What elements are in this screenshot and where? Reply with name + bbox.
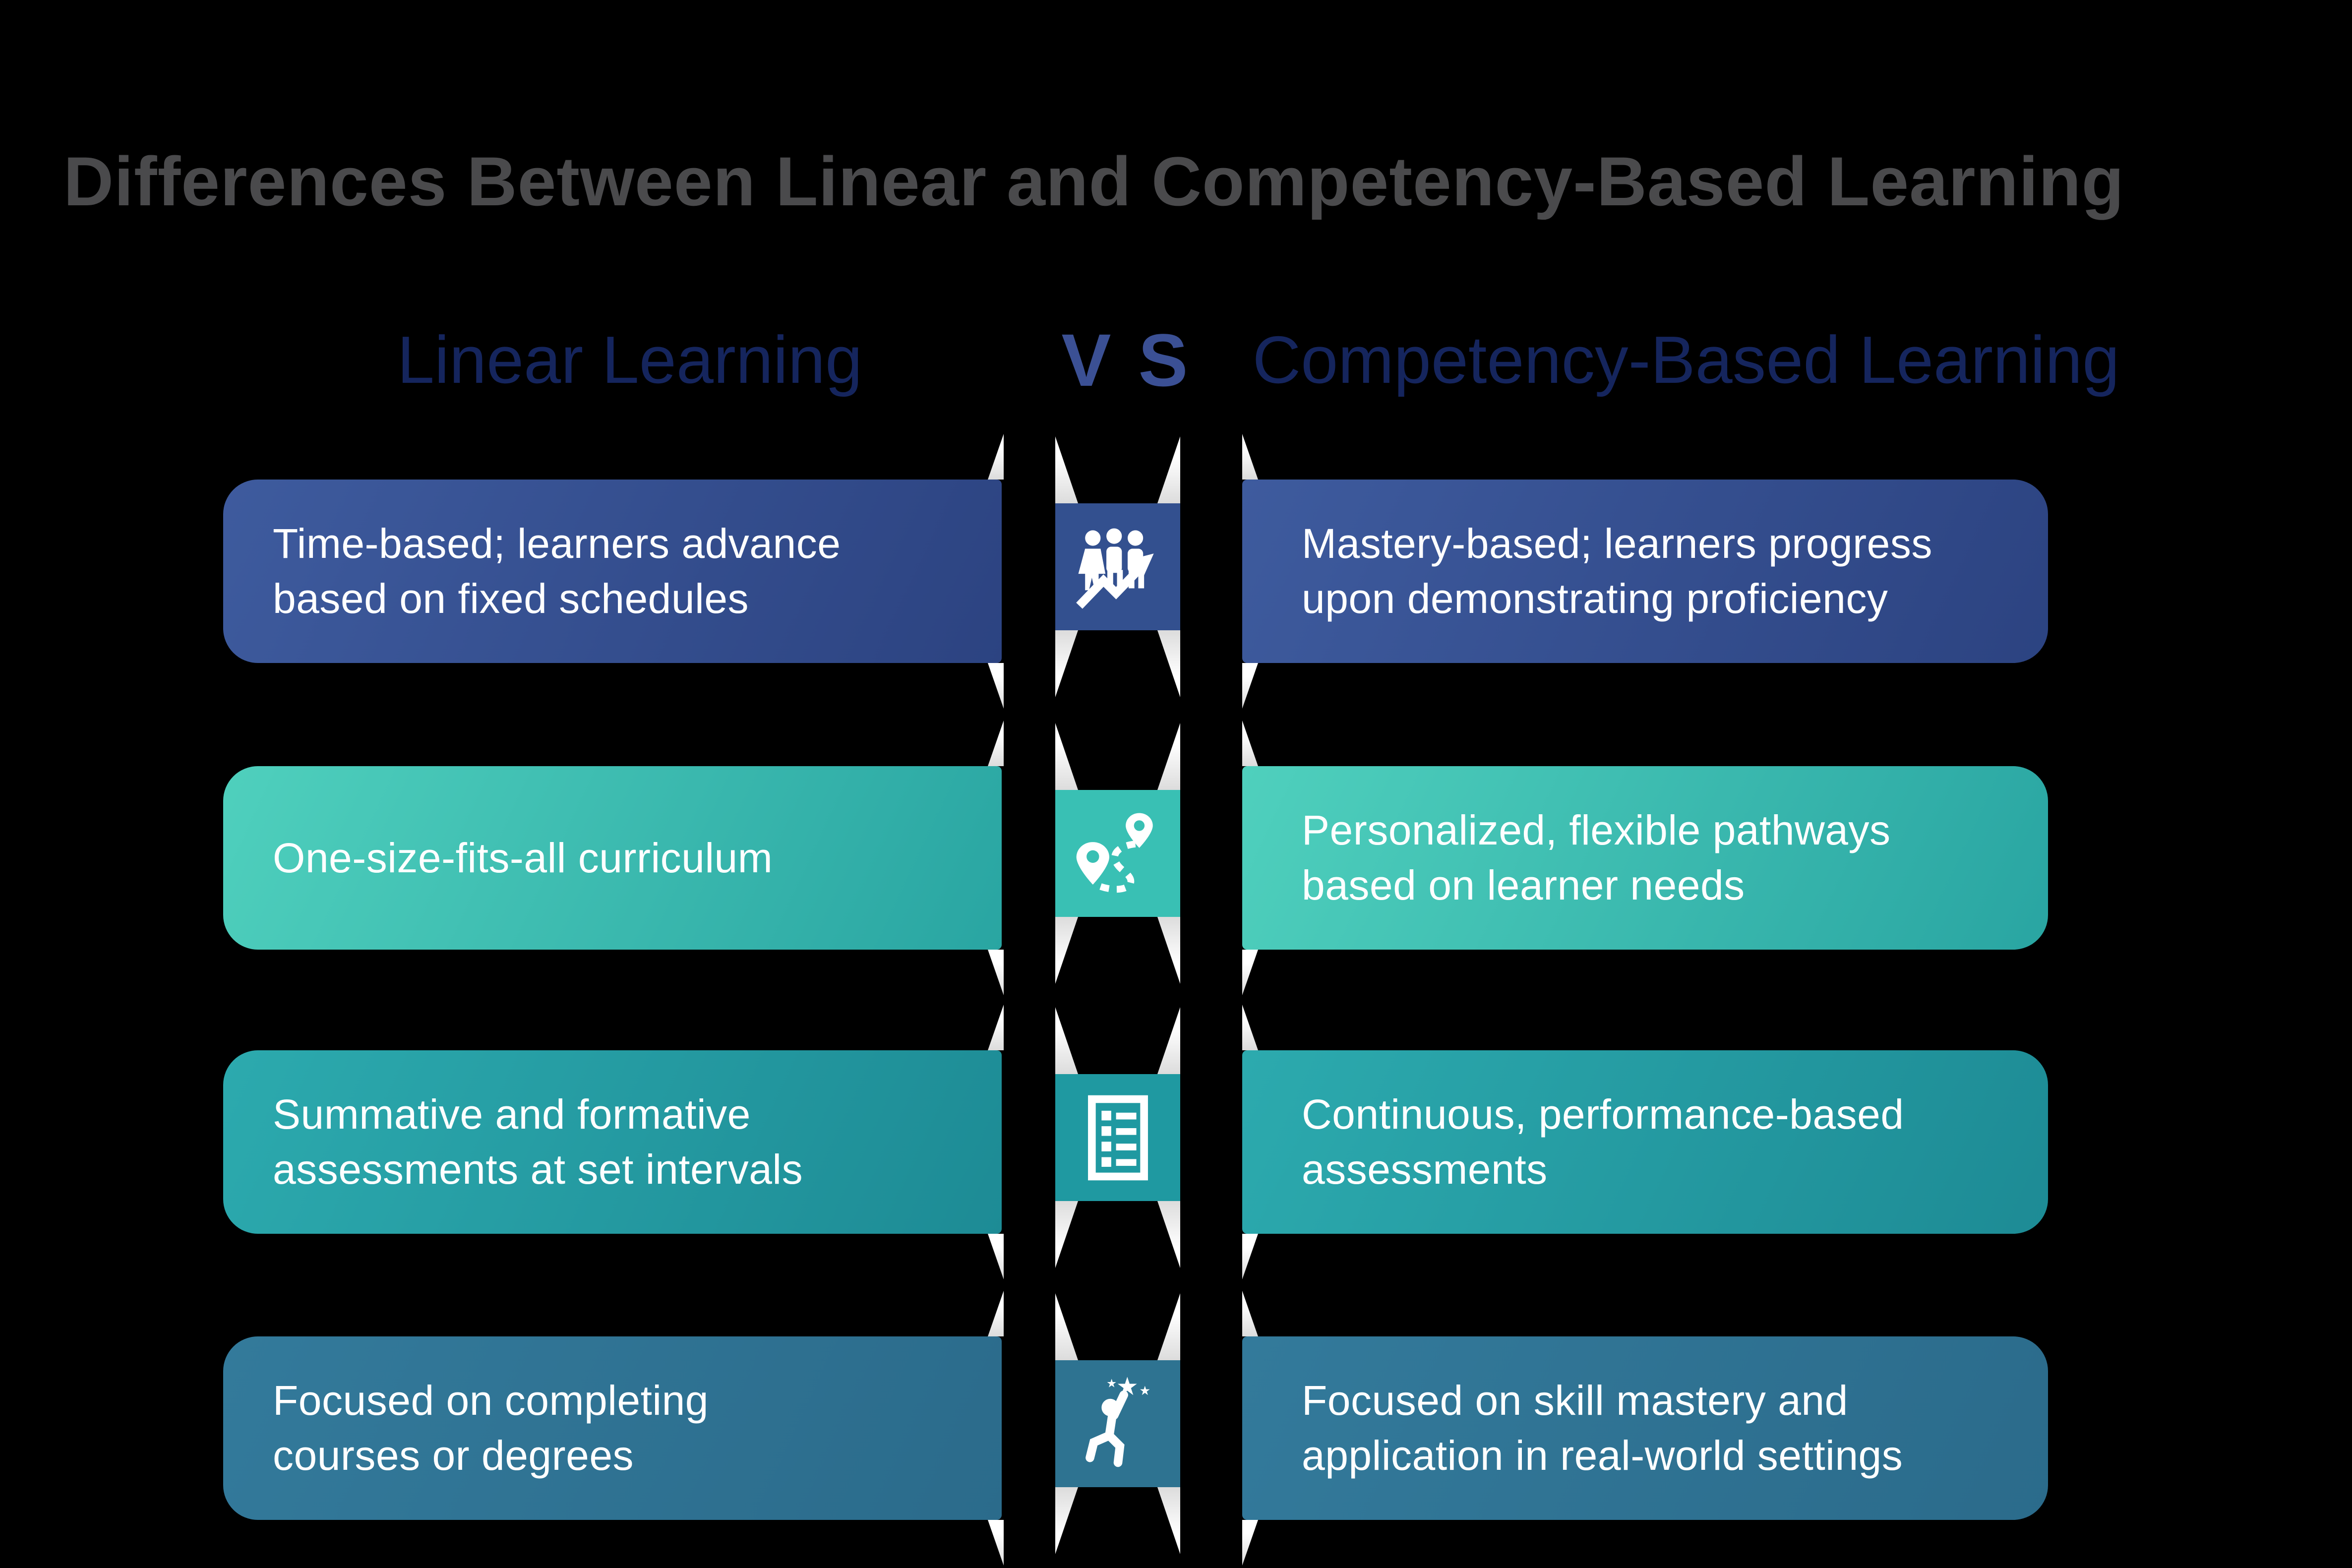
ribbon-notch <box>1055 1487 1078 1554</box>
star-glyph: ★ <box>1139 1384 1150 1398</box>
vs-label: VS <box>1061 318 1215 402</box>
ribbon-notch <box>1242 1520 1258 1566</box>
linear-curriculum-text: One-size-fits-all curriculum <box>273 834 773 881</box>
ribbon-notch <box>1242 1005 1258 1050</box>
linear-focus-text: Focused on completing courses or degrees <box>273 1377 709 1479</box>
achievement-icon: ★ ★ ★ <box>1085 1376 1150 1467</box>
column-header-linear: Linear Learning <box>397 322 863 397</box>
ribbon-notch <box>1055 630 1078 697</box>
ribbon-notch <box>1242 663 1258 709</box>
ribbon-notch <box>1157 1487 1180 1554</box>
ribbon-notch <box>1157 1007 1180 1074</box>
star-glyph: ★ <box>1106 1377 1117 1389</box>
comparison-row-curriculum: One-size-fits-all curriculum Personalize… <box>0 721 2352 995</box>
linear-assessment-box: Summative and formative assessments at s… <box>223 1050 1002 1234</box>
ribbon-notch <box>1055 1201 1078 1268</box>
competency-focus-box: Focused on skill mastery and application… <box>1242 1336 2048 1520</box>
ribbon-notch <box>1055 723 1078 790</box>
competency-assessment-text: Continuous, performance-based assessment… <box>1302 1091 1904 1193</box>
ribbon-notch <box>1242 950 1258 995</box>
route-path-icon <box>1076 813 1153 893</box>
linear-advancement-text: Time-based; learners advance based on fi… <box>273 520 841 622</box>
ribbon-notch <box>1055 436 1078 503</box>
ribbon-notch <box>1157 1293 1180 1360</box>
linear-advancement-box: Time-based; learners advance based on fi… <box>223 480 1002 663</box>
competency-advancement-box: Mastery-based; learners progress upon de… <box>1242 480 2048 663</box>
ribbon-notch <box>988 721 1004 766</box>
comparison-row-advancement: Time-based; learners advance based on fi… <box>0 434 2352 709</box>
icon-plate-curriculum <box>1055 790 1180 917</box>
ribbon-notch <box>988 1005 1004 1050</box>
ribbon-notch <box>988 434 1004 480</box>
comparison-row-assessment: Summative and formative assessments at s… <box>0 1005 2352 1279</box>
ribbon-notch <box>988 950 1004 995</box>
competency-assessment-box: Continuous, performance-based assessment… <box>1242 1050 2048 1234</box>
ribbon-notch <box>1055 1007 1078 1074</box>
ribbon-notch <box>988 1234 1004 1279</box>
ribbon-notch <box>1055 917 1078 984</box>
ribbon-notch <box>1157 917 1180 984</box>
star-glyph: ★ <box>1116 1376 1138 1400</box>
competency-focus-text: Focused on skill mastery and application… <box>1302 1377 1903 1479</box>
ribbon-notch <box>1242 1291 1258 1336</box>
icon-plate-advancement <box>1055 503 1180 630</box>
people-growth-icon <box>1076 528 1154 609</box>
ribbon-notch <box>1157 723 1180 790</box>
column-header-competency: Competency-Based Learning <box>1252 322 2120 397</box>
page-title: Differences Between Linear and Competenc… <box>63 142 2124 220</box>
linear-curriculum-box: One-size-fits-all curriculum <box>223 766 1002 950</box>
ribbon-notch <box>988 1291 1004 1336</box>
ribbon-notch <box>988 1520 1004 1566</box>
comparison-row-focus: Focused on completing courses or degrees… <box>0 1291 2352 1566</box>
ribbon-notch <box>1242 434 1258 480</box>
ribbon-notch <box>1157 436 1180 503</box>
competency-curriculum-box: Personalized, flexible pathways based on… <box>1242 766 2048 950</box>
checklist-icon <box>1087 1095 1148 1180</box>
linear-assessment-text: Summative and formative assessments at s… <box>273 1091 803 1193</box>
linear-focus-box: Focused on completing courses or degrees <box>223 1336 1002 1520</box>
ribbon-notch <box>1242 721 1258 766</box>
ribbon-notch <box>1055 1293 1078 1360</box>
ribbon-notch <box>1242 1234 1258 1279</box>
competency-advancement-text: Mastery-based; learners progress upon de… <box>1302 520 1932 622</box>
icon-plate-assessment <box>1055 1074 1180 1201</box>
ribbon-notch <box>1157 630 1180 697</box>
ribbon-notch <box>1157 1201 1180 1268</box>
competency-curriculum-text: Personalized, flexible pathways based on… <box>1302 807 1891 908</box>
ribbon-notch <box>988 663 1004 709</box>
icon-plate-focus: ★ ★ ★ <box>1055 1360 1180 1487</box>
